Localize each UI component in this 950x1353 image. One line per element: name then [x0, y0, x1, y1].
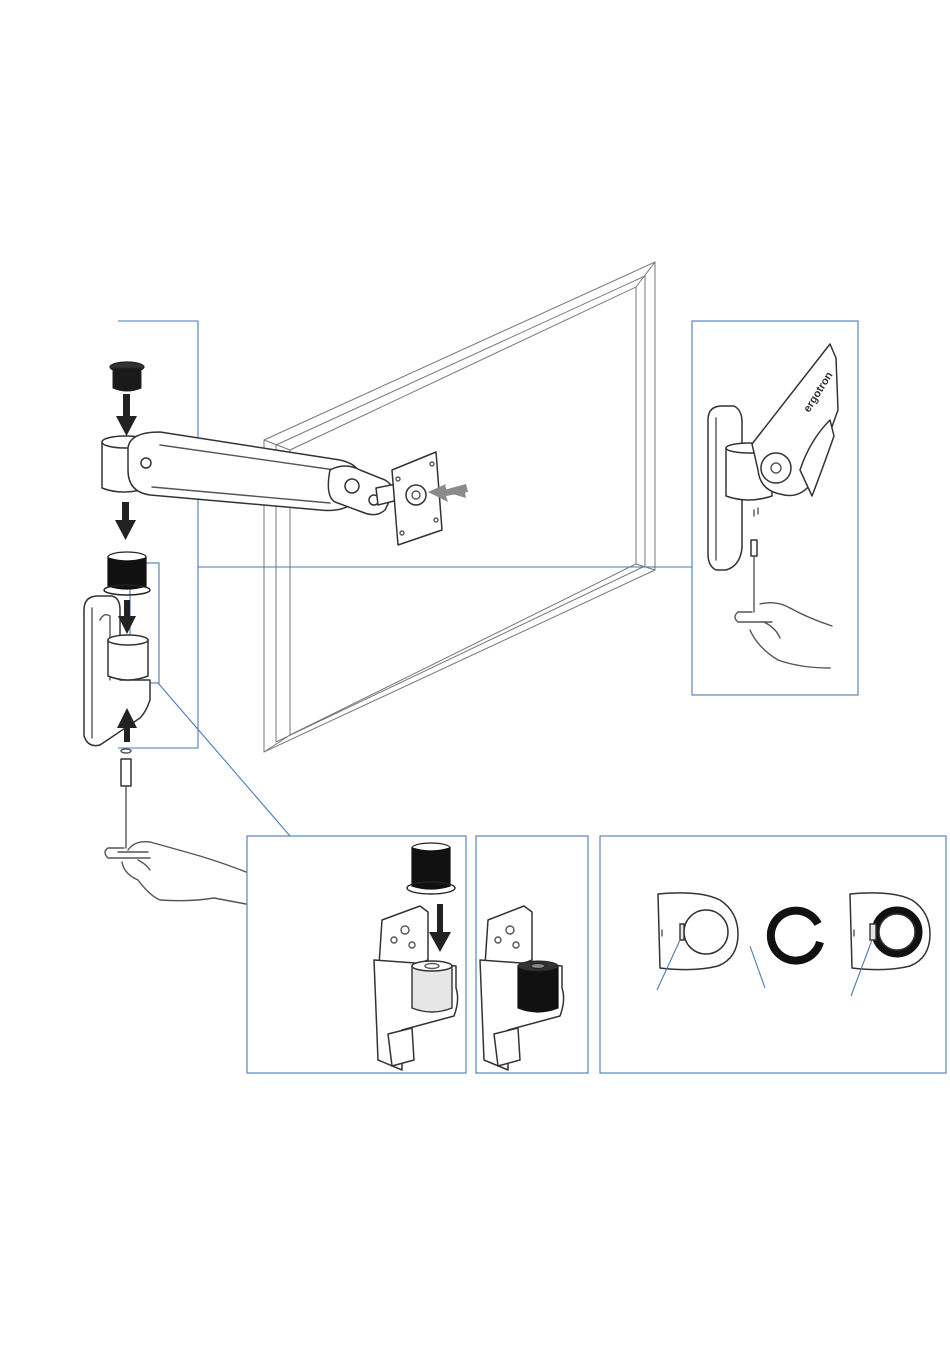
callout-leader-line [158, 683, 290, 836]
bushing-top [407, 843, 455, 894]
detail-panel-ring-fit [600, 836, 946, 1073]
housing-without-ring [658, 893, 738, 970]
wall-bracket [84, 596, 150, 746]
detail-hand [750, 603, 832, 668]
detail-panel-collar: ergotron [692, 321, 858, 695]
bracket-grey [374, 906, 458, 1070]
black-bushing [104, 552, 150, 595]
split-ring [771, 911, 820, 961]
detail-panel-grey-insert [247, 836, 466, 1073]
arrow-down-1 [116, 394, 137, 436]
arm-upper-body [128, 432, 360, 510]
housing-with-ring [850, 893, 930, 970]
arrow-down-2 [115, 502, 136, 540]
hand-left [122, 842, 246, 904]
detail-panel-black-insert [476, 836, 588, 1073]
arrow-down-insert [429, 904, 451, 952]
detail-arm: ergotron [752, 344, 838, 496]
bracket-black [480, 906, 564, 1070]
top-cap [110, 362, 144, 391]
vesa-plate [392, 452, 442, 545]
